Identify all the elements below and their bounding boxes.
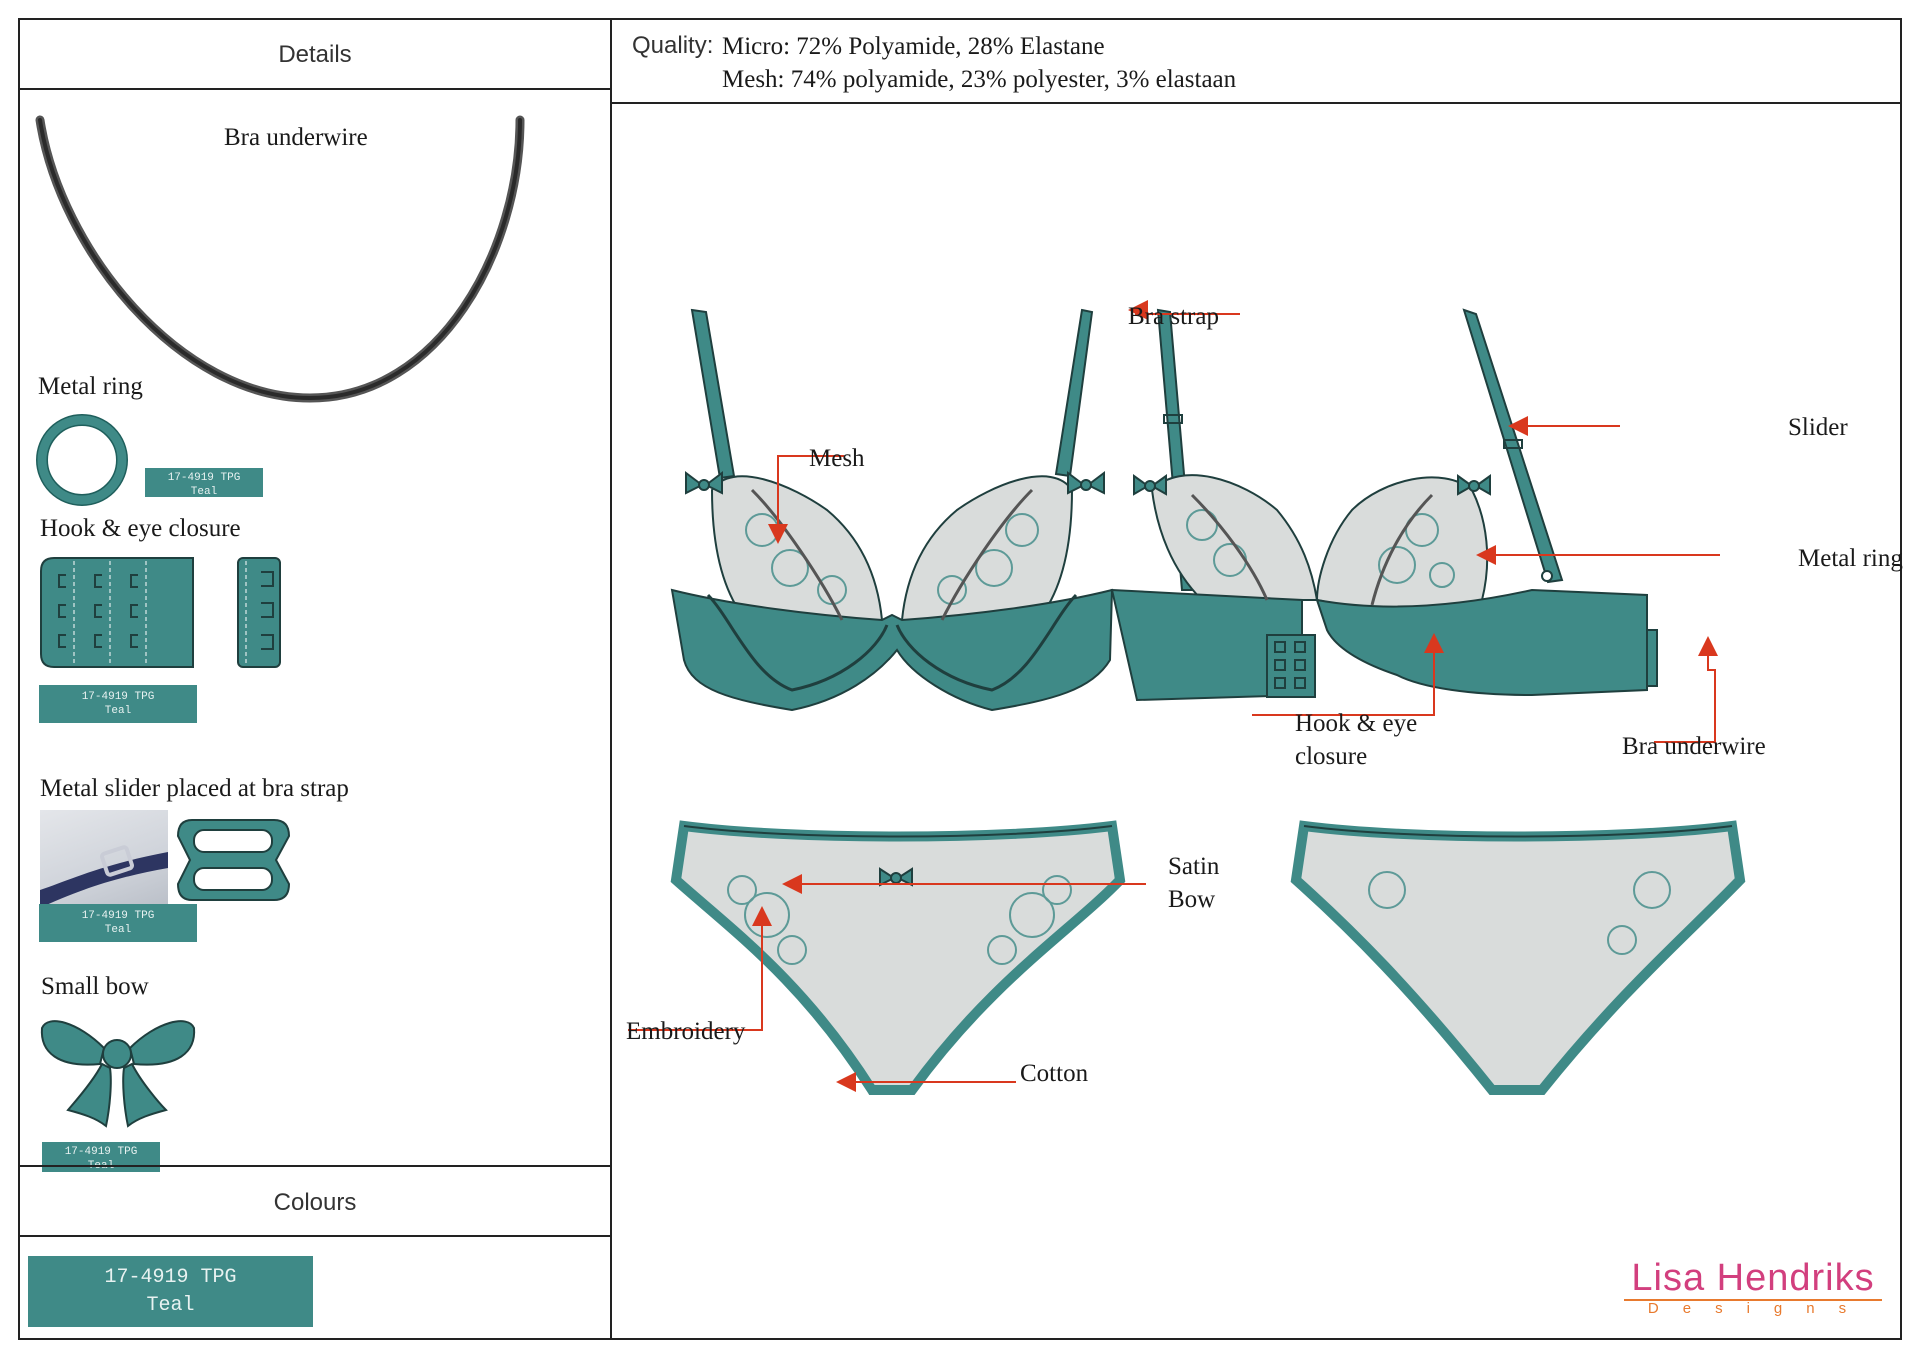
- annotation-mesh: Mesh: [809, 445, 865, 472]
- quality-box: Quality: Micro: 72% Polyamide, 28% Elast…: [612, 20, 1900, 104]
- quality-label: Quality:: [632, 32, 714, 59]
- slider-photo: [40, 810, 168, 910]
- slider-drawing: [176, 819, 291, 901]
- underwire-drawing: [35, 115, 525, 403]
- annotation-arrows: [628, 300, 1720, 1092]
- bra-side-drawing: [1110, 308, 1658, 702]
- tech-pack-sheet: Details Bra underwire Metal ring 17-4919…: [18, 18, 1903, 1340]
- logo-name: Lisa Hendriks: [1631, 1257, 1875, 1299]
- metal-ring-drawing: [36, 414, 128, 506]
- annotation-satin-1: Satin: [1168, 853, 1220, 880]
- brief-back-drawing: [1290, 820, 1746, 1095]
- small-bow-drawing: [40, 1020, 196, 1128]
- annotation-satin-2: Bow: [1168, 886, 1216, 913]
- underwire-label: Bra underwire: [224, 124, 368, 151]
- logo-sub: Designs: [1647, 1300, 1871, 1317]
- annotation-embroidery: Embroidery: [626, 1018, 746, 1045]
- annotation-hook-eye-1: Hook & eye: [1295, 710, 1418, 737]
- quality-mesh: Mesh: 74% polyamide, 23% polyester, 3% e…: [722, 66, 1237, 93]
- slider-label: Metal slider placed at bra strap: [40, 775, 349, 802]
- annotation-cotton: Cotton: [1020, 1060, 1089, 1087]
- annotation-slider: Slider: [1788, 414, 1848, 441]
- metal-ring-label: Metal ring: [38, 373, 143, 400]
- hook-eye-label: Hook & eye closure: [40, 515, 241, 542]
- hook-eye-drawing: [40, 557, 281, 668]
- quality-micro: Micro: 72% Polyamide, 28% Elastane: [722, 33, 1105, 60]
- small-bow-label: Small bow: [41, 973, 149, 1000]
- annotation-hook-eye-2: closure: [1295, 743, 1368, 770]
- annotation-bra-underwire: Bra underwire: [1622, 733, 1766, 760]
- annotation-bra-strap: Bra strap: [1128, 303, 1219, 330]
- drawing-panel: Quality: Micro: 72% Polyamide, 28% Elast…: [612, 20, 1903, 1338]
- colours-header: Colours: [20, 1165, 610, 1237]
- details-panel: Details Bra underwire Metal ring 17-4919…: [20, 20, 612, 1338]
- brand-logo: Lisa Hendriks Designs: [1624, 1256, 1882, 1326]
- bra-front-drawing: [670, 308, 1114, 712]
- annotation-metal-ring: Metal ring: [1798, 545, 1903, 572]
- details-header: Details: [20, 20, 610, 90]
